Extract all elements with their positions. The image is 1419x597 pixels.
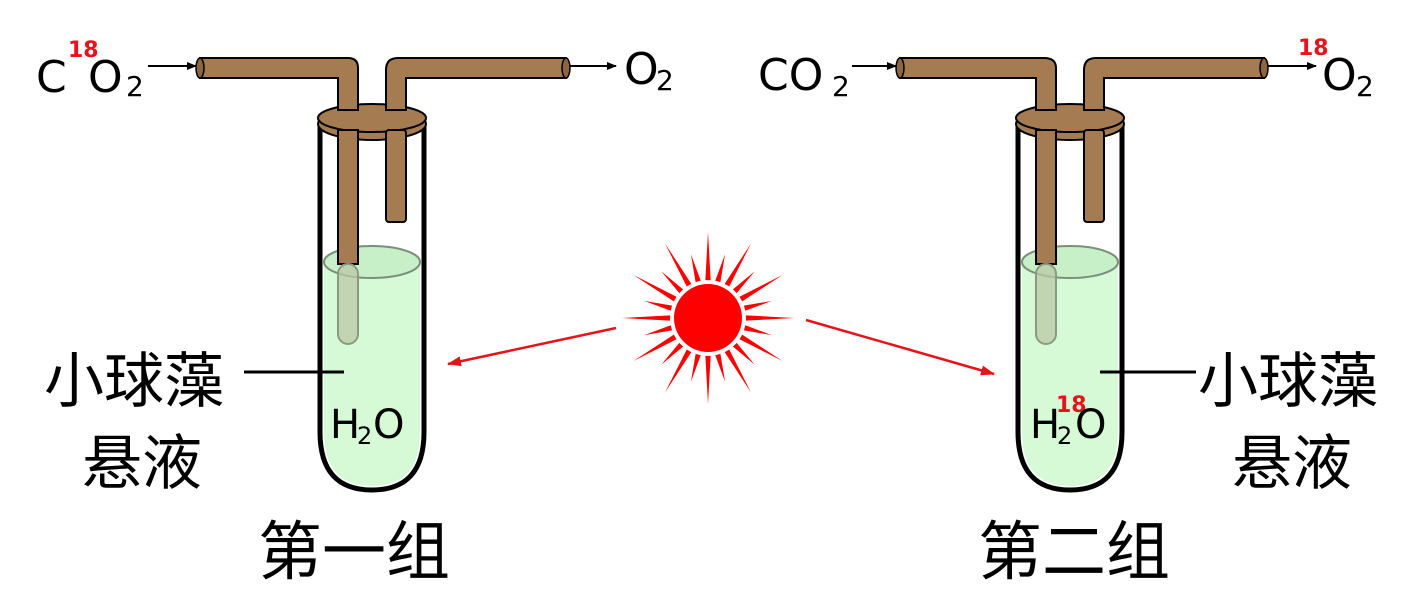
sun-ray	[705, 355, 711, 404]
sun-icon	[622, 232, 794, 404]
group2-out-gas-isotope: 18	[1298, 36, 1329, 61]
sun-ray	[739, 275, 783, 302]
sun-ray	[690, 353, 701, 382]
light-arrow-left	[447, 326, 617, 367]
sun-ray	[661, 271, 684, 294]
group1-label-line2: 悬液	[82, 429, 202, 499]
group2-outlet-opening	[1259, 57, 1269, 79]
sun-ray	[732, 271, 755, 294]
group2-inlet-opening	[895, 57, 905, 79]
group1-water-h: H	[330, 402, 360, 448]
group1-in-gas-isotope: 18	[68, 38, 99, 63]
sun-ray	[644, 325, 673, 336]
group2-label-line1: 小球藻	[1198, 347, 1378, 417]
sun-ray	[665, 243, 692, 287]
group2-water-subscript: 2	[1057, 422, 1072, 450]
sun-ray	[715, 353, 726, 382]
sun-ray	[644, 300, 673, 311]
group1-label-line1: 小球藻	[44, 347, 224, 417]
group2-inlet-pipe	[899, 57, 1057, 111]
sun-ray	[690, 254, 701, 283]
group1-out-gas-subscript: 2	[656, 64, 674, 97]
sun-ray	[705, 232, 711, 281]
group1-in-gas-o: O	[88, 52, 123, 103]
group1-in-gas-c: C	[36, 52, 67, 103]
group2-outlet-pipe	[1083, 57, 1265, 111]
group1-out-gas-o: O	[624, 44, 659, 95]
sun-ray	[715, 254, 726, 283]
group2-out-gas-o: O	[1322, 50, 1357, 101]
sun-ray	[724, 349, 751, 393]
group1-outlet-pipe	[385, 57, 567, 111]
group1-apparatus: C 18 O 2 O 2 H 2 O 小球藻 悬液 第	[36, 38, 674, 590]
sun-ray	[745, 315, 794, 321]
sun-disk	[674, 284, 742, 352]
group1-test-tube	[317, 126, 427, 493]
group1-inlet-pipe-down	[337, 129, 359, 265]
group1-outlet-opening	[561, 57, 571, 79]
sun-ray	[739, 334, 783, 361]
sun-ray	[724, 243, 751, 287]
group1-outlet-pipe-down	[385, 129, 407, 223]
group2-out-gas-subscript: 2	[1356, 70, 1374, 103]
sun-ray	[743, 300, 772, 311]
group1-inlet-pipe	[199, 57, 359, 111]
sun-ray	[665, 349, 692, 393]
sun-ray	[661, 342, 684, 365]
group1-water-subscript: 2	[357, 422, 372, 450]
group2-in-gas-subscript: 2	[832, 70, 850, 103]
group1-inlet-opening	[195, 57, 205, 79]
group1-water-o: O	[373, 402, 404, 448]
group2-caption: 第二组	[978, 516, 1170, 590]
sun-ray	[622, 315, 671, 321]
light-arrow-right	[805, 318, 995, 376]
group2-inlet-submerged	[1035, 263, 1057, 345]
group1-in-gas-subscript: 2	[126, 70, 144, 103]
group2-apparatus: CO 2 18 O 2 H 2 18 O 小球藻 悬液 第二组	[758, 36, 1378, 590]
group2-water-o: O	[1075, 402, 1106, 448]
sun-ray	[633, 334, 677, 361]
group1-stopper-top	[317, 103, 427, 133]
group1-inlet-submerged	[337, 263, 359, 345]
group2-inlet-pipe-down	[1035, 129, 1057, 265]
group2-water-h: H	[1030, 402, 1060, 448]
group2-label-line2: 悬液	[1232, 429, 1352, 499]
group1-caption: 第一组	[258, 516, 450, 590]
group2-outlet-pipe-down	[1083, 129, 1105, 223]
group2-in-gas-co: CO	[758, 50, 823, 101]
sun-ray	[743, 325, 772, 336]
group2-stopper-top	[1015, 103, 1125, 133]
group2-water-isotope: 18	[1056, 393, 1087, 418]
sun-ray	[732, 342, 755, 365]
sun-ray	[633, 275, 677, 302]
group2-test-tube	[1015, 126, 1125, 493]
